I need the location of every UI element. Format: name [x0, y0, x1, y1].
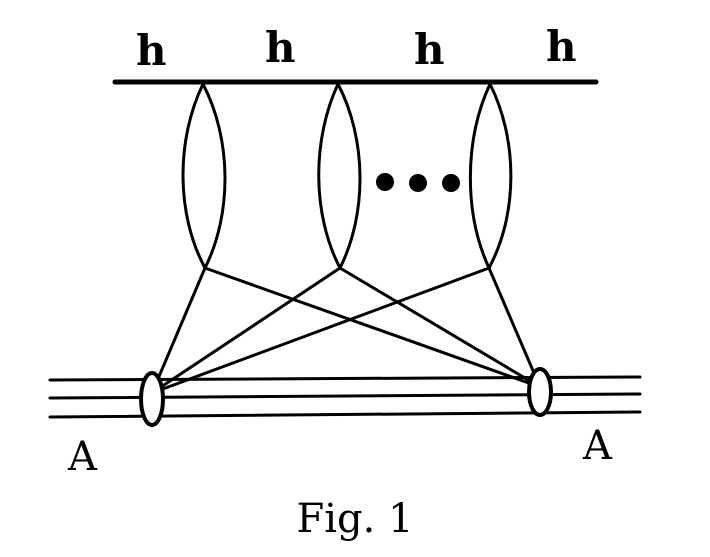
- vertex-right: [527, 367, 553, 417]
- h-label-3: h: [414, 25, 445, 74]
- figure-caption: Fig. 1: [296, 496, 413, 542]
- loop-2: [317, 82, 362, 270]
- h-label-2: h: [265, 23, 296, 72]
- a-label-right: A: [582, 423, 613, 469]
- exchange-lines: [150, 266, 542, 395]
- h-label-1: h: [136, 26, 167, 75]
- vertex-left: [139, 371, 165, 427]
- loop-3: [468, 82, 513, 270]
- a-label-left: A: [67, 434, 98, 480]
- loop-1: [181, 82, 227, 270]
- h-label-4: h: [546, 22, 577, 71]
- ellipsis-dots: [376, 173, 460, 192]
